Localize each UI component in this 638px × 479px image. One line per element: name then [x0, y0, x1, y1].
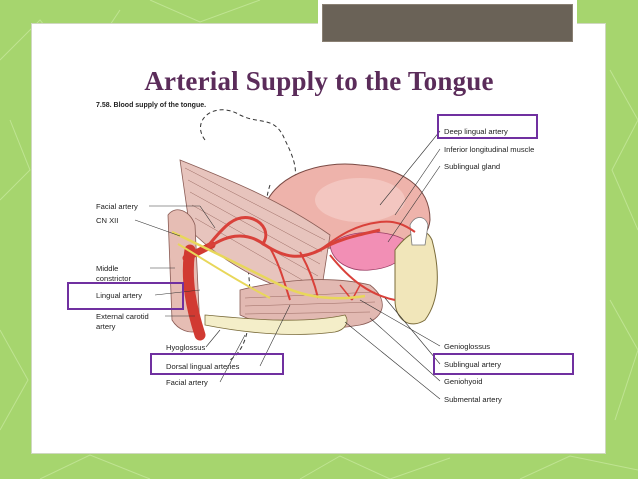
title-tab-fill: [322, 4, 573, 42]
highlight-box-deep-lingual-artery: [437, 114, 538, 139]
facial-artery-vessel: [206, 215, 268, 247]
figure-caption: 7.58. Blood supply of the tongue.: [96, 102, 207, 109]
label-hyoglossus: Hyoglossus: [166, 343, 206, 352]
dashed-outline-upper: [199, 109, 296, 191]
label-lingual-artery: Lingual artery: [96, 291, 143, 300]
label-middle-constrictor-line1: Middle: [96, 264, 119, 273]
deep-lingual-artery-vessel: [319, 220, 416, 251]
lingual-artery-vessel: [204, 228, 381, 258]
hyoid-bone: [204, 314, 348, 335]
label-facial-artery-bottom: Facial artery: [166, 378, 208, 387]
label-sublingual-gland: Sublingual gland: [444, 162, 501, 171]
highlight-box-lingual-artery: [67, 282, 184, 310]
highlight-box-sublingual-artery: [433, 353, 574, 375]
label-external-carotid-line2: artery: [96, 322, 116, 331]
label-dorsal-lingual-arteries: Dorsal lingual arteries: [166, 362, 240, 371]
label-middle-constrictor-line2: constrictor: [96, 274, 132, 283]
sublingual-artery-vessel: [329, 254, 396, 301]
label-inferior-longitudinal-muscle: Inferior longitudinal muscle: [444, 145, 535, 154]
title-tab: [318, 0, 577, 46]
mandible-tooth: [409, 217, 429, 246]
dorsal-lingual-artery-vessel: [269, 247, 291, 301]
slide-title: Arterial Supply to the Tongue: [144, 66, 494, 96]
label-submental-artery: Submental artery: [444, 395, 502, 404]
label-deep-lingual-artery: Deep lingual artery: [444, 127, 508, 136]
cn-xii-nerve: [171, 230, 366, 300]
tongue-highlight: [315, 178, 405, 222]
label-cn-xii: CN XII: [96, 216, 119, 225]
label-geniohyoid: Geniohyoid: [444, 377, 483, 386]
label-sublingual-artery: Sublingual artery: [444, 360, 501, 369]
highlight-box-dorsal-lingual-arteries: [150, 353, 284, 375]
label-genioglossus: Genioglossus: [444, 342, 491, 351]
label-facial-artery-top: Facial artery: [96, 202, 138, 211]
label-external-carotid-line1: External carotid: [96, 312, 149, 321]
